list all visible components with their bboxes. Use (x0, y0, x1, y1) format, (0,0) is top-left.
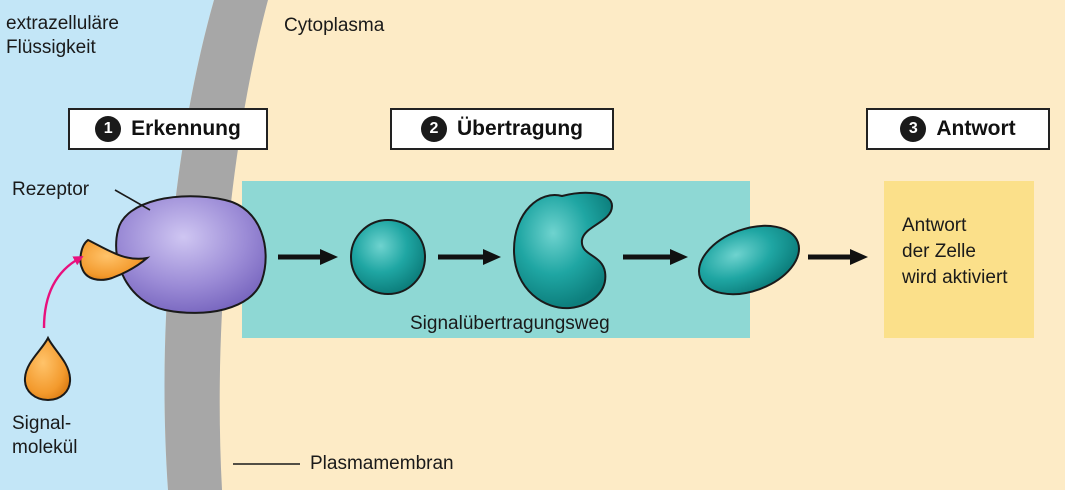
cell-response-text: Antwort der Zelle wird aktiviert (902, 215, 1008, 288)
membrane-label: Plasmamembran (310, 453, 454, 474)
receptor-leader-line (114, 189, 151, 211)
cytoplasm-label: Cytoplasma (284, 15, 385, 36)
step-transduction-label: Übertragung (457, 117, 583, 140)
step-transduction-box: 2 Übertragung (390, 108, 614, 150)
step-number-3: 3 (900, 116, 927, 142)
signal-molecule-label: Signal- molekül (12, 413, 78, 458)
binding-arrow (42, 256, 84, 329)
relay-molecule-3 (697, 224, 801, 296)
step-response-label: Antwort (936, 117, 1016, 140)
pathway-label: Signalübertragungsweg (410, 313, 610, 334)
receptor-label: Rezeptor (12, 179, 90, 200)
bound-signal-molecule (79, 238, 151, 281)
cell-response-box: Antwort der Zelle wird aktiviert (884, 181, 1034, 338)
step-response-box: 3 Antwort (866, 108, 1050, 150)
pathway-arrows (278, 249, 868, 265)
relay-molecule-1 (350, 219, 426, 295)
step-recognition-label: Erkennung (131, 117, 241, 140)
relay-molecule-2 (512, 191, 614, 310)
receptor-protein (115, 195, 267, 314)
free-signal-molecule (23, 335, 72, 402)
step-number-2: 2 (421, 116, 447, 142)
step-number-1: 1 (95, 116, 122, 142)
extracellular-label: extrazelluläre Flüssigkeit (6, 13, 119, 58)
step-recognition-box: 1 Erkennung (68, 108, 268, 150)
